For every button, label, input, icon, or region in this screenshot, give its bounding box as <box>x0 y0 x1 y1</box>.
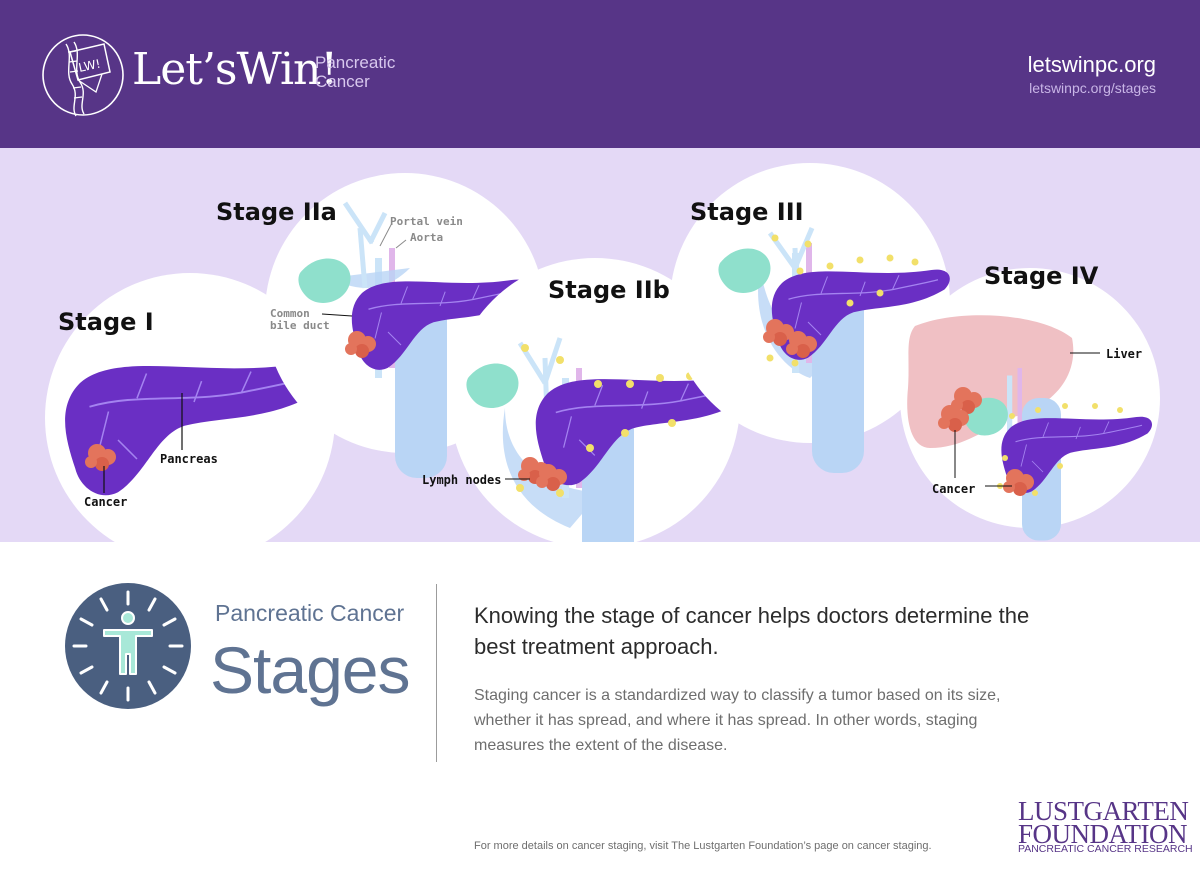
brand-name: Let’sWin! <box>132 44 338 95</box>
aorta-label: Aorta <box>410 231 444 244</box>
lead-text: Knowing the stage of cancer helps doctor… <box>474 603 1030 659</box>
stages-link[interactable]: letswinpc.org/stages <box>1029 80 1156 96</box>
stage-2b-illustration <box>450 258 751 542</box>
section-title-small: Pancreatic Cancer <box>215 600 405 626</box>
lustgarten-logo-name: LUSTGARTEN FOUNDATION <box>1018 796 1189 849</box>
stage-3-label: Stage III <box>690 198 804 226</box>
cancer-label-stage-4: Cancer <box>932 482 976 496</box>
site-link[interactable]: letswinpc.org <box>1027 52 1156 77</box>
footnote-link[interactable]: For more details on cancer staging, visi… <box>474 840 932 852</box>
brand-subtitle: Pancreatic Cancer <box>315 53 396 91</box>
stage-1-illustration <box>45 273 335 542</box>
common-bile-duct-label: Common bile duct <box>270 307 330 332</box>
cancer-label-stage-1: Cancer <box>84 495 128 509</box>
stages-illustration-band: Stage I Stage IIa Stage IIb Stage III St… <box>0 148 1200 542</box>
stage-4-illustration <box>900 268 1160 541</box>
stage-3-illustration <box>670 163 951 473</box>
stages-illustration <box>45 163 1160 542</box>
stage-4-label: Stage IV <box>984 262 1099 290</box>
liver-label: Liver <box>1106 347 1143 361</box>
portal-vein-label: Portal vein <box>390 215 463 228</box>
letswin-logo-icon: LW! <box>42 34 124 117</box>
stage-2b-label: Stage IIb <box>548 276 670 304</box>
lymph-nodes-label: Lymph nodes <box>422 473 502 487</box>
stage-2a-label: Stage IIa <box>216 198 337 226</box>
section-divider <box>436 584 437 762</box>
stage-1-label: Stage I <box>58 308 154 336</box>
section-title-big: Stages <box>210 633 410 707</box>
lustgarten-logo-sub: PANCREATIC CANCER RESEARCH <box>1018 843 1193 855</box>
body-text: Staging cancer is a standardized way to … <box>474 687 1001 754</box>
body-stages-clock-icon <box>65 583 191 709</box>
pancreas-label: Pancreas <box>160 452 218 466</box>
logo-mark-text: LW! <box>77 57 102 75</box>
header-bar: LW! Let’sWin! Pancreatic Cancer letswinp… <box>0 0 1200 148</box>
